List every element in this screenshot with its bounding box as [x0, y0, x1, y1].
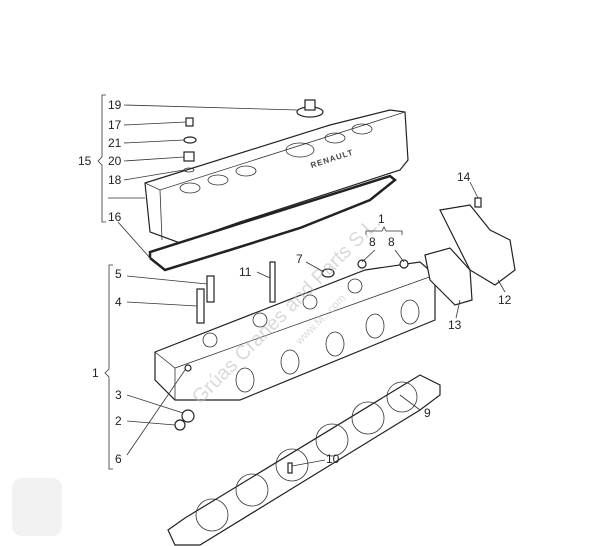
- seal-ring: [174, 419, 186, 431]
- callout-12: 12: [498, 293, 512, 307]
- plug: [357, 259, 367, 269]
- valve-cover-gasket: [148, 174, 398, 272]
- callout-19: 19: [108, 98, 122, 112]
- head-gasket: [167, 374, 441, 546]
- head-bolt: [269, 261, 276, 303]
- bolt: [474, 197, 482, 208]
- bracket-1-top: [365, 226, 403, 235]
- callout-10: 10: [326, 452, 340, 466]
- valve-guide: [206, 275, 215, 303]
- plug: [399, 259, 409, 269]
- callout-16: 16: [108, 210, 122, 224]
- callout-15: 15: [78, 154, 92, 168]
- callout-8a: 8: [369, 235, 376, 249]
- logo-icon: [12, 478, 62, 536]
- callout-14: 14: [457, 170, 471, 184]
- cover-plate: [439, 204, 516, 286]
- callout-6: 6: [115, 452, 122, 466]
- callout-17: 17: [108, 118, 122, 132]
- callout-11: 11: [239, 265, 252, 279]
- callout-3: 3: [115, 388, 122, 402]
- oil-cap: [296, 99, 324, 118]
- leader-lines: [108, 104, 506, 467]
- cover-fasteners: [183, 117, 197, 173]
- callout-13: 13: [448, 318, 462, 332]
- plug: [321, 268, 335, 278]
- callout-2: 2: [115, 414, 122, 428]
- callout-5: 5: [115, 267, 122, 281]
- gasket-plate: [424, 247, 473, 306]
- callout-21: 21: [108, 136, 122, 150]
- callout-8b: 8: [388, 235, 395, 249]
- callout-4: 4: [115, 295, 122, 309]
- callout-18: 18: [108, 173, 122, 187]
- callout-1-top: 1: [378, 212, 385, 226]
- dowel-pin: [287, 462, 293, 474]
- dowel: [184, 364, 192, 372]
- seal-ring: [181, 409, 195, 423]
- callout-7: 7: [296, 252, 303, 266]
- valve-guide: [196, 288, 205, 324]
- cylinder-head: [154, 261, 436, 401]
- valve-cover: RENAULT: [144, 109, 409, 244]
- bracket-15: [97, 94, 106, 223]
- callout-1-left: 1: [92, 366, 99, 380]
- callout-20: 20: [108, 154, 122, 168]
- callout-9: 9: [424, 406, 431, 420]
- bracket-1-left: [104, 264, 113, 470]
